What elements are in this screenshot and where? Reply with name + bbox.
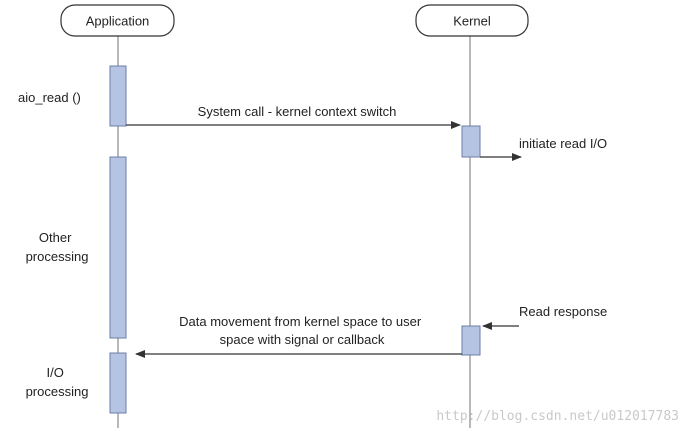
read-response-label: Read response	[519, 304, 607, 319]
kernel-header-label: Kernel	[453, 14, 491, 29]
initiate-read-label: initiate read I/O	[519, 136, 607, 151]
system-call-label: System call - kernel context switch	[198, 104, 397, 119]
kernel-participant: Kernel	[415, 4, 529, 37]
kernel-header-box	[415, 4, 529, 37]
activation-other-processing	[109, 156, 127, 339]
activation-io-processing	[109, 352, 127, 414]
io-processing-line-1: I/O	[47, 365, 64, 380]
io-processing-line-2: processing	[26, 384, 89, 399]
other-processing-line-2: processing	[26, 249, 89, 264]
data-movement-line-2: space with signal or callback	[220, 332, 385, 347]
activation-kernel-response	[461, 325, 481, 356]
other-processing-line-1: Other	[39, 230, 72, 245]
activation-kernel-read	[461, 125, 481, 158]
watermark-text: http://blog.csdn.net/u012017783	[436, 409, 679, 424]
other-processing-label: Other processing	[26, 230, 89, 264]
application-header-box	[60, 4, 175, 37]
activation-aio-read	[109, 65, 127, 127]
io-processing-label: I/O processing	[26, 365, 89, 399]
data-movement-line-1: Data movement from kernel space to user	[179, 314, 422, 329]
aio-read-label: aio_read ()	[18, 90, 81, 105]
application-participant: Application	[60, 4, 175, 37]
application-header-label: Application	[86, 14, 150, 29]
data-movement-label: Data movement from kernel space to user …	[179, 314, 425, 347]
